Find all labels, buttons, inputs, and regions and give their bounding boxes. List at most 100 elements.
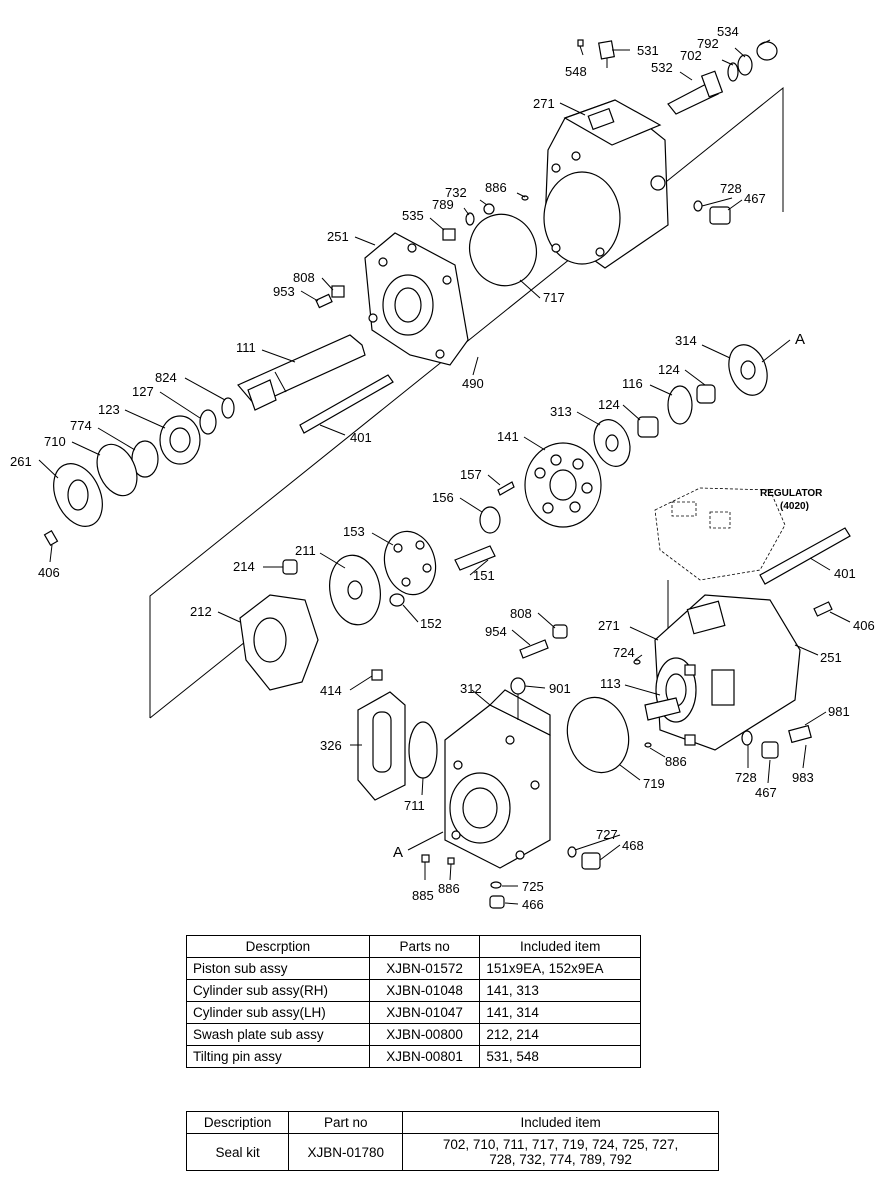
label-468: 468 bbox=[622, 838, 644, 853]
label-728-b: 728 bbox=[735, 770, 757, 785]
label-153: 153 bbox=[343, 524, 365, 539]
sub-assembly-table: Descrption Parts no Included item Piston… bbox=[186, 935, 641, 1068]
table-row: Cylinder sub assy(LH) XJBN-01047 141, 31… bbox=[186, 1001, 641, 1024]
label-490: 490 bbox=[462, 376, 484, 391]
label-886-b: 886 bbox=[665, 754, 687, 769]
label-724: 724 bbox=[613, 645, 635, 660]
label-152: 152 bbox=[420, 616, 442, 631]
cell-description: Cylinder sub assy(LH) bbox=[186, 1001, 370, 1024]
exploded-parts-diagram: 534 792 702 531 532 548 271 886 732 789 … bbox=[10, 24, 875, 912]
label-113: 113 bbox=[600, 676, 621, 691]
cell-part-no: XJBN-00800 bbox=[368, 1023, 481, 1046]
label-535: 535 bbox=[402, 208, 424, 223]
header-included-item: Included item bbox=[479, 935, 641, 958]
label-717: 717 bbox=[543, 290, 565, 305]
regulator-label: REGULATOR bbox=[760, 488, 823, 499]
label-156: 156 bbox=[432, 490, 454, 505]
swash-plate-212 bbox=[239, 594, 319, 691]
o-ring-711 bbox=[408, 721, 438, 779]
label-901: 901 bbox=[549, 681, 571, 696]
label-157: 157 bbox=[460, 467, 482, 482]
label-406: 406 bbox=[38, 565, 60, 580]
label-702: 702 bbox=[680, 48, 702, 63]
label-885: 885 bbox=[412, 888, 434, 903]
bolt-401-top bbox=[299, 374, 394, 434]
label-711: 711 bbox=[404, 798, 425, 813]
label-251-b: 251 bbox=[820, 650, 842, 665]
part-labels: 534 792 702 531 532 548 271 886 732 789 … bbox=[10, 24, 875, 912]
label-774: 774 bbox=[70, 418, 92, 433]
label-534: 534 bbox=[717, 24, 739, 39]
label-808: 808 bbox=[293, 270, 315, 285]
table-row: Swash plate sub assy XJBN-00800 212, 214 bbox=[186, 1023, 641, 1046]
label-A-top: A bbox=[795, 331, 805, 348]
header-description: Descrption bbox=[186, 935, 370, 958]
label-732: 732 bbox=[445, 185, 467, 200]
label-792: 792 bbox=[697, 36, 719, 51]
valve-cover-312 bbox=[444, 689, 551, 869]
shaft-111 bbox=[237, 334, 366, 411]
label-124-b: 124 bbox=[598, 397, 620, 412]
table-header-row: Description Part no Included item bbox=[185, 1111, 719, 1134]
header-part-no: Part no bbox=[288, 1111, 404, 1134]
label-A-bottom: A bbox=[393, 844, 403, 861]
label-116: 116 bbox=[622, 376, 643, 391]
cell-description: Swash plate sub assy bbox=[186, 1023, 370, 1046]
label-261: 261 bbox=[10, 454, 32, 469]
label-824: 824 bbox=[155, 370, 177, 385]
cell-included: 141, 314 bbox=[479, 1001, 641, 1024]
header-description: Description bbox=[185, 1111, 290, 1134]
regulator-code: (4020) bbox=[780, 501, 809, 512]
cell-part-no: XJBN-01780 bbox=[288, 1133, 404, 1171]
label-314: 314 bbox=[675, 333, 697, 348]
label-123: 123 bbox=[98, 402, 120, 417]
label-124: 124 bbox=[658, 362, 680, 377]
label-151: 151 bbox=[473, 568, 495, 583]
header-parts-no: Parts no bbox=[368, 935, 481, 958]
included-line-1: 702, 710, 711, 717, 719, 724, 725, 727, bbox=[442, 1137, 679, 1152]
header-included-item: Included item bbox=[402, 1111, 719, 1134]
cell-part-no: XJBN-01048 bbox=[368, 979, 481, 1002]
o-ring-717 bbox=[469, 213, 537, 287]
label-808-b: 808 bbox=[510, 606, 532, 621]
cell-description: Seal kit bbox=[185, 1133, 290, 1171]
table-row: Tilting pin assy XJBN-00801 531, 548 bbox=[186, 1045, 641, 1068]
cell-included: 151x9EA, 152x9EA bbox=[479, 957, 641, 980]
label-212: 212 bbox=[190, 604, 212, 619]
cell-description: Tilting pin assy bbox=[186, 1045, 370, 1068]
label-211: 211 bbox=[295, 543, 316, 558]
included-line-2: 728, 732, 774, 789, 792 bbox=[489, 1152, 632, 1167]
label-725: 725 bbox=[522, 879, 544, 894]
pump-assembly bbox=[644, 594, 801, 751]
label-719: 719 bbox=[643, 776, 665, 791]
housing-271-top bbox=[543, 99, 669, 269]
bolt-401-bottom bbox=[759, 527, 851, 585]
label-271: 271 bbox=[533, 96, 555, 111]
label-406-b: 406 bbox=[853, 618, 875, 633]
label-548: 548 bbox=[565, 64, 587, 79]
table-header-row: Descrption Parts no Included item bbox=[186, 935, 641, 958]
label-326: 326 bbox=[320, 738, 342, 753]
label-111: 111 bbox=[236, 340, 256, 355]
label-531: 531 bbox=[637, 43, 659, 58]
label-728: 728 bbox=[720, 181, 742, 196]
label-954: 954 bbox=[485, 624, 507, 639]
table-row: Cylinder sub assy(RH) XJBN-01048 141, 31… bbox=[186, 979, 641, 1002]
label-710: 710 bbox=[44, 434, 66, 449]
label-271-b: 271 bbox=[598, 618, 620, 633]
cell-included: 141, 313 bbox=[479, 979, 641, 1002]
label-983: 983 bbox=[792, 770, 814, 785]
label-953: 953 bbox=[273, 284, 295, 299]
table-row: Seal kit XJBN-01780 702, 710, 711, 717, … bbox=[185, 1133, 719, 1171]
label-127: 127 bbox=[132, 384, 154, 399]
cell-part-no: XJBN-00801 bbox=[368, 1045, 481, 1068]
retainer-153 bbox=[383, 530, 437, 596]
flange-261 bbox=[53, 463, 103, 527]
o-ring-710 bbox=[96, 443, 138, 497]
label-414: 414 bbox=[320, 683, 342, 698]
tilting-pin-parts bbox=[577, 39, 778, 115]
label-401-b: 401 bbox=[834, 566, 856, 581]
cell-description: Piston sub assy bbox=[186, 957, 370, 980]
label-401: 401 bbox=[350, 430, 372, 445]
regulator-4020 bbox=[654, 487, 786, 581]
